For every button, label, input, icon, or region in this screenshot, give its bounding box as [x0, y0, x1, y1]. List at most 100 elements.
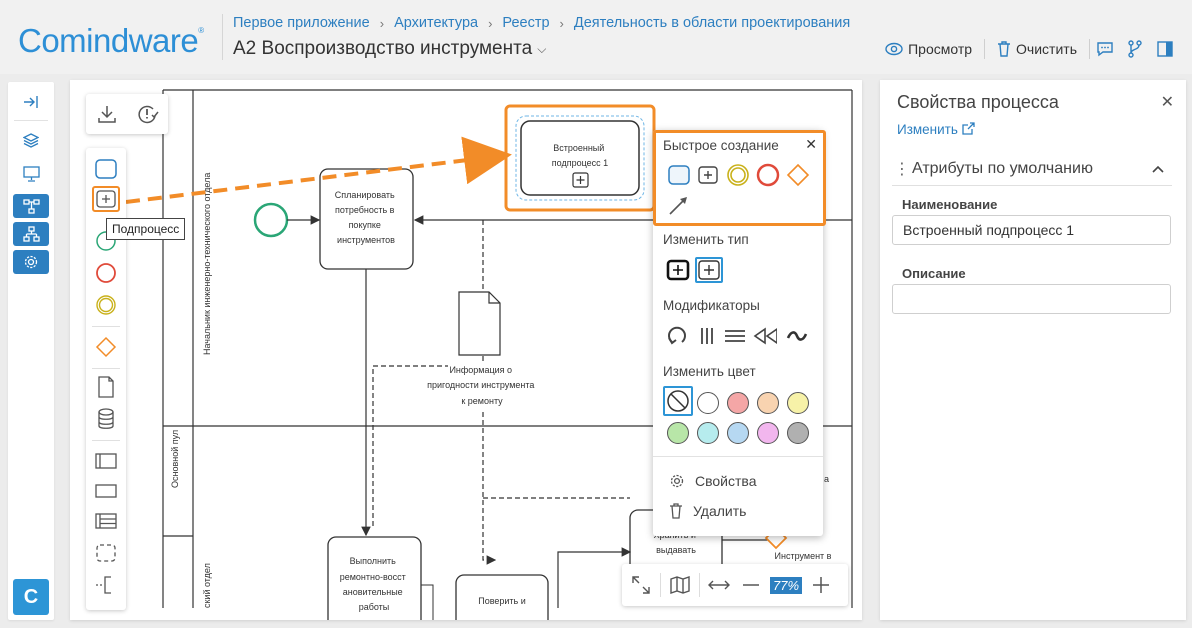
nav-process-diagram[interactable] — [13, 194, 49, 218]
palette-data-object[interactable] — [92, 374, 120, 400]
collapse-nav-button[interactable] — [13, 90, 49, 114]
breadcrumb-item[interactable]: Архитектура — [394, 15, 479, 31]
page-title[interactable]: A2 Воспроизводство инструмента ⌵ — [233, 38, 546, 60]
data-object[interactable] — [458, 291, 501, 356]
default-attributes-group[interactable]: ⋮ Атрибуты по умолчанию — [892, 152, 1172, 186]
close-icon[interactable]: ✕ — [1160, 94, 1174, 111]
color-swatch[interactable] — [727, 422, 749, 444]
quick-create-gateway[interactable] — [786, 163, 810, 187]
start-event[interactable] — [253, 202, 289, 238]
minimap-button[interactable] — [667, 570, 693, 600]
eye-icon — [885, 42, 903, 56]
palette-data-store[interactable] — [92, 406, 120, 432]
breadcrumb-item[interactable]: Деятельность в области проектирования — [573, 15, 851, 31]
color-swatch[interactable] — [757, 422, 779, 444]
color-swatch[interactable] — [727, 392, 749, 414]
clear-button[interactable]: Очистить — [985, 36, 1089, 62]
zoom-in-button[interactable] — [808, 570, 834, 600]
quick-create-subprocess[interactable] — [696, 163, 720, 187]
task-shape-icon — [95, 159, 117, 179]
zoom-level[interactable]: 77% — [770, 576, 803, 594]
palette-divider — [92, 368, 120, 369]
chevron-right-icon: › — [488, 15, 493, 31]
modifier-loop[interactable] — [665, 324, 689, 348]
properties-menu-item[interactable]: Свойства — [669, 473, 756, 489]
validation-icon — [137, 105, 159, 124]
gateway-icon — [786, 163, 810, 187]
zoom-out-button[interactable] — [738, 570, 764, 600]
drag-handle-icon: ⋮ — [894, 160, 910, 178]
breadcrumb-item[interactable]: Первое приложение — [233, 15, 370, 31]
quick-create-intermediate-event[interactable] — [726, 163, 750, 187]
gear-icon — [24, 255, 38, 269]
color-swatch[interactable] — [697, 422, 719, 444]
nav-org-structure[interactable] — [13, 222, 49, 246]
palette-annotation[interactable] — [92, 572, 120, 598]
task-repair-stack — [420, 584, 434, 620]
modifier-parallel[interactable] — [695, 324, 719, 348]
document-icon — [98, 376, 114, 398]
palette-subprocess[interactable] — [92, 186, 120, 212]
subprocess-selection-outline — [515, 115, 645, 201]
arrows-horizontal-icon — [708, 580, 730, 590]
app-launcher-button[interactable]: C — [13, 579, 49, 615]
palette-lanes-split[interactable] — [92, 508, 120, 534]
edit-link[interactable]: Изменить — [897, 122, 975, 137]
chat-icon — [1097, 42, 1113, 57]
modifier-compensation[interactable] — [753, 324, 777, 348]
task-plan[interactable] — [319, 168, 414, 270]
branch-icon — [1128, 40, 1142, 58]
modifier-adhoc[interactable] — [785, 324, 809, 348]
palette-task[interactable] — [92, 156, 120, 182]
description-field[interactable] — [892, 284, 1171, 314]
nav-layers[interactable] — [13, 128, 49, 152]
palette-group[interactable] — [92, 540, 120, 566]
intermediate-event-icon — [96, 295, 116, 315]
page-title-text: A2 Воспроизводство инструмента — [233, 38, 533, 59]
name-field[interactable]: Встроенный подпроцесс 1 — [892, 215, 1171, 245]
quick-create-task[interactable] — [667, 163, 691, 187]
color-swatch[interactable] — [667, 422, 689, 444]
palette-lane[interactable] — [92, 478, 120, 504]
color-swatch[interactable] — [757, 392, 779, 414]
data-object-fold — [488, 292, 500, 304]
palette-end-event[interactable] — [92, 260, 120, 286]
color-swatch[interactable] — [787, 422, 809, 444]
logo-text: Comindware — [18, 22, 199, 59]
nav-settings[interactable] — [13, 250, 49, 274]
color-swatch[interactable] — [697, 392, 719, 414]
lane-icon — [95, 484, 117, 498]
embedded-subprocess[interactable] — [520, 120, 640, 196]
association-flow — [482, 412, 497, 565]
group-icon — [96, 544, 116, 562]
type-embedded-subprocess[interactable] — [695, 257, 723, 283]
palette-intermediate-event[interactable] — [92, 292, 120, 318]
versions-button[interactable] — [1120, 36, 1150, 62]
modifiers-heading: Модификаторы — [663, 298, 760, 313]
logo[interactable]: Comindware® — [18, 22, 204, 60]
quick-create-end-event[interactable] — [756, 163, 780, 187]
color-swatch[interactable] — [787, 392, 809, 414]
fit-width-button[interactable] — [706, 570, 732, 600]
app-header: Comindware® Первое приложение › Архитект… — [0, 0, 1192, 74]
color-none[interactable] — [663, 386, 693, 416]
panel-toggle-button[interactable] — [1150, 36, 1180, 62]
palette-pool[interactable] — [92, 448, 120, 474]
preview-button[interactable]: Просмотр — [873, 36, 984, 62]
validate-button[interactable] — [127, 94, 168, 134]
close-icon[interactable]: ✕ — [805, 136, 817, 152]
fullscreen-button[interactable] — [628, 570, 654, 600]
type-collapsed-subprocess[interactable] — [666, 258, 690, 282]
delete-menu-item[interactable]: Удалить — [669, 503, 746, 519]
sequence-flow[interactable] — [557, 547, 632, 608]
modifier-sequential[interactable] — [723, 324, 747, 348]
palette-gateway[interactable] — [92, 334, 120, 360]
quick-create-connector[interactable] — [667, 193, 691, 217]
delete-label: Удалить — [693, 503, 747, 519]
task-check[interactable] — [455, 574, 549, 620]
download-button[interactable] — [86, 94, 127, 134]
sidebar-panel-icon — [1157, 41, 1173, 57]
comments-button[interactable] — [1090, 36, 1120, 62]
nav-desktop[interactable] — [13, 162, 49, 186]
breadcrumb-item[interactable]: Реестр — [502, 15, 550, 31]
